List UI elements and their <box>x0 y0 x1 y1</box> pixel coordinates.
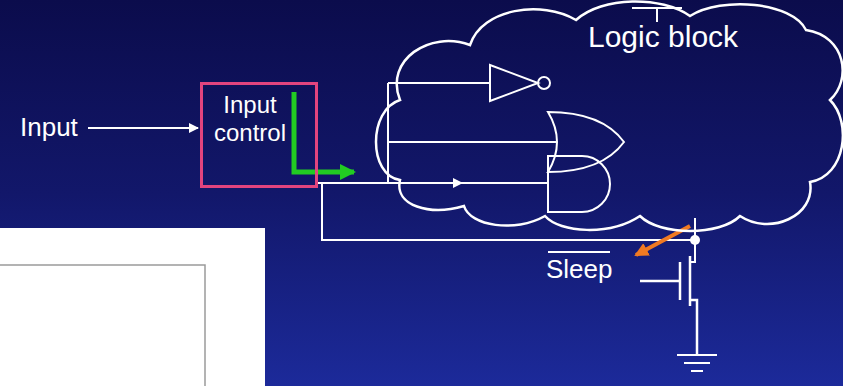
ground-symbol <box>677 355 717 371</box>
input-label: Input <box>20 112 78 143</box>
sleep-overbar <box>548 251 610 253</box>
white-panel <box>0 228 265 386</box>
block-title: Logic block <box>588 20 738 55</box>
virtual-ground-wire <box>322 183 695 262</box>
vdd-symbol <box>632 8 682 22</box>
junction-dot <box>690 235 700 245</box>
control-box: Input control <box>200 82 318 188</box>
not-bubble <box>538 77 550 89</box>
gate-wires <box>388 83 557 183</box>
green-arrow <box>294 92 354 172</box>
logic-cloud: Logic block <box>462 0 840 230</box>
or-gate <box>548 112 624 172</box>
sleep-transistor <box>640 256 697 355</box>
sleep-signal: Sleep <box>546 254 613 285</box>
input-arrow <box>88 127 198 129</box>
box-label: Input control <box>209 91 291 146</box>
signal-arrow <box>318 182 462 184</box>
panel-frame <box>0 265 205 386</box>
and-gate <box>548 156 610 212</box>
not-gate <box>490 65 538 101</box>
cloud-path <box>376 1 843 231</box>
